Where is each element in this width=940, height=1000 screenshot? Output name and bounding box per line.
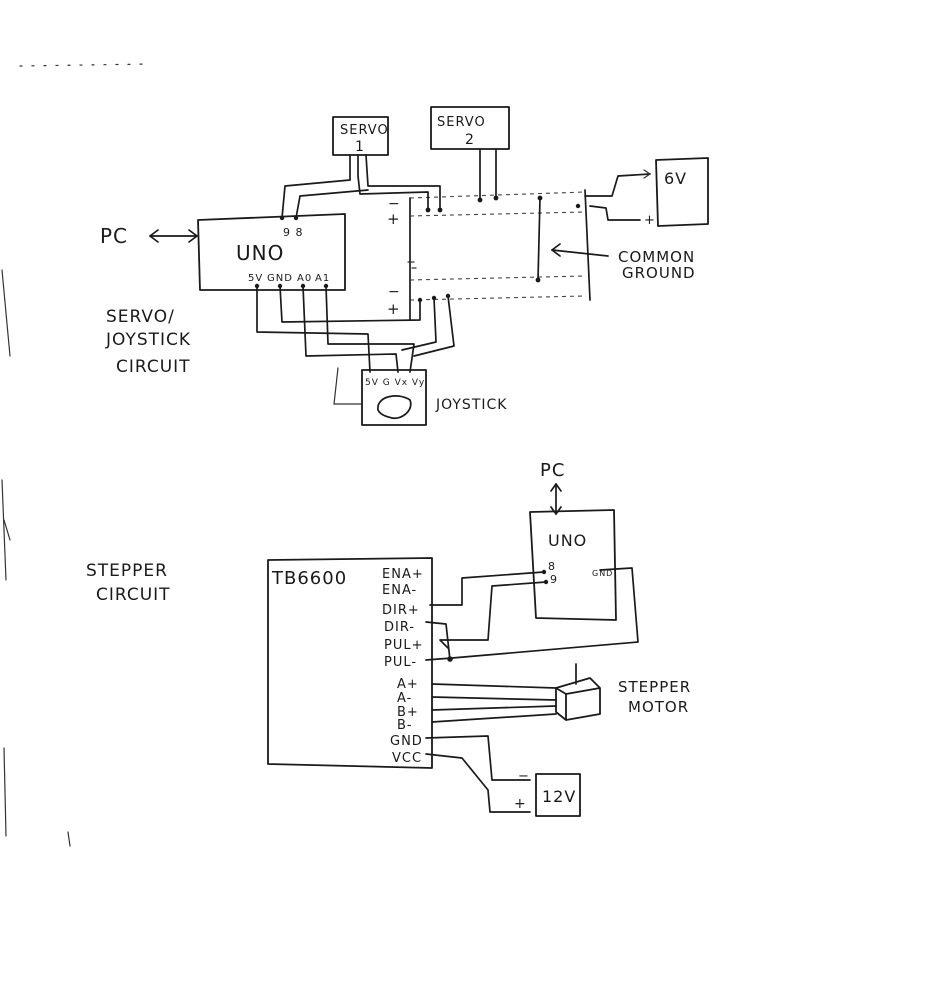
uno-joystick-wires (254, 283, 455, 405)
top-rail-minus: − (388, 196, 401, 212)
common-ground-label-2: GROUND (622, 264, 696, 282)
servo-2-label: SERVO (437, 115, 486, 130)
supply-12v-label: 12V (542, 787, 576, 806)
pin-b-plus: B+ (397, 705, 419, 720)
stepper-uno-pin-9: 9 (550, 573, 558, 586)
stepper-uno-pin-8: 8 (548, 560, 556, 573)
supply-6v-plus: + (644, 213, 656, 228)
pin-dir-minus: DIR- (384, 620, 415, 635)
supply-12v-box (535, 773, 581, 817)
bottom-rail-minus: − (388, 284, 401, 300)
servo-circuit-title-1: SERVO/ (106, 307, 175, 327)
servo-joystick-circuit: PC UNO 9 8 5V GND A0 A1 SERVO 1 SERVO 2 (100, 106, 709, 426)
pin-dir-plus: DIR+ (382, 603, 420, 618)
supply-12v-minus: − (518, 769, 530, 784)
stepper-motor (555, 663, 601, 721)
stepper-motor-label-1: STEPPER (618, 678, 691, 696)
servo-2-number: 2 (465, 132, 475, 148)
servo-pc-label: PC (100, 224, 128, 248)
uno-driver-wires (425, 567, 639, 662)
pin-b-minus: B- (397, 718, 413, 733)
servo-1-label: SERVO (340, 123, 389, 138)
stepper-motor-label-2: MOTOR (628, 698, 689, 716)
joystick-box (361, 369, 427, 426)
pin-pul-plus: PUL+ (384, 638, 424, 653)
stepper-pc-label: PC (540, 460, 565, 481)
motor-wires (431, 683, 557, 723)
common-ground-label-1: COMMON (618, 248, 695, 266)
breadboard (407, 189, 591, 321)
top-rail-plus: + (387, 210, 401, 228)
servo-circuit-title-3: CIRCUIT (116, 357, 191, 377)
joystick-knob (377, 395, 412, 420)
pin-pul-minus: PUL- (384, 655, 417, 670)
pin-a-minus: A- (397, 691, 412, 706)
joystick-pin-labels: 5V G Vx Vy (365, 378, 425, 388)
pin-a-plus: A+ (397, 677, 419, 692)
uno-pin-9-8: 9 8 (283, 226, 304, 239)
stepper-circuit-title-2: CIRCUIT (96, 585, 171, 605)
uno-pin-a1: A1 (315, 273, 330, 284)
joystick-label: JOYSTICK (435, 397, 507, 413)
stepper-circuit: STEPPER CIRCUIT TB6600 ENA+ ENA- DIR+ DI… (86, 460, 691, 817)
pin-ena-plus: ENA+ (382, 567, 424, 582)
margin-marks (1, 63, 151, 847)
supply-12v-wires (425, 735, 531, 813)
supply-6v-box (655, 157, 709, 227)
servo-wires (279, 148, 499, 221)
servo-1-box (332, 116, 389, 156)
stepper-uno-board (529, 509, 617, 621)
pin-gnd: GND (390, 734, 423, 749)
uno-pin-gnd: GND (267, 273, 293, 284)
stepper-pc-arrow (550, 483, 562, 515)
servo-uno-label: UNO (236, 241, 284, 265)
supply-12v-plus: + (514, 796, 527, 812)
bottom-rail-plus: + (387, 300, 401, 318)
pin-vcc: VCC (392, 751, 422, 766)
stepper-uno-pin-gnd: GND (592, 569, 613, 578)
pin-ena-minus: ENA- (382, 583, 417, 598)
servo-2-box (430, 106, 510, 150)
tb6600-label: TB6600 (271, 568, 347, 589)
tb6600-pins: ENA+ ENA- DIR+ DIR- PUL+ PUL- A+ A- B+ B… (382, 567, 424, 766)
servo-1-number: 1 (355, 139, 365, 155)
common-ground-wire (535, 195, 609, 283)
supply-6v-label: 6V (664, 169, 687, 188)
servo-circuit-title-2: JOYSTICK (105, 330, 191, 350)
uno-pin-5v: 5V (248, 273, 263, 284)
tb6600-driver-box (267, 557, 433, 769)
pc-uno-arrow (149, 229, 198, 243)
stepper-uno-label: UNO (548, 531, 587, 550)
uno-pin-a0: A0 (297, 273, 312, 284)
stepper-circuit-title-1: STEPPER (86, 561, 168, 581)
supply-6v-wires (584, 169, 652, 221)
